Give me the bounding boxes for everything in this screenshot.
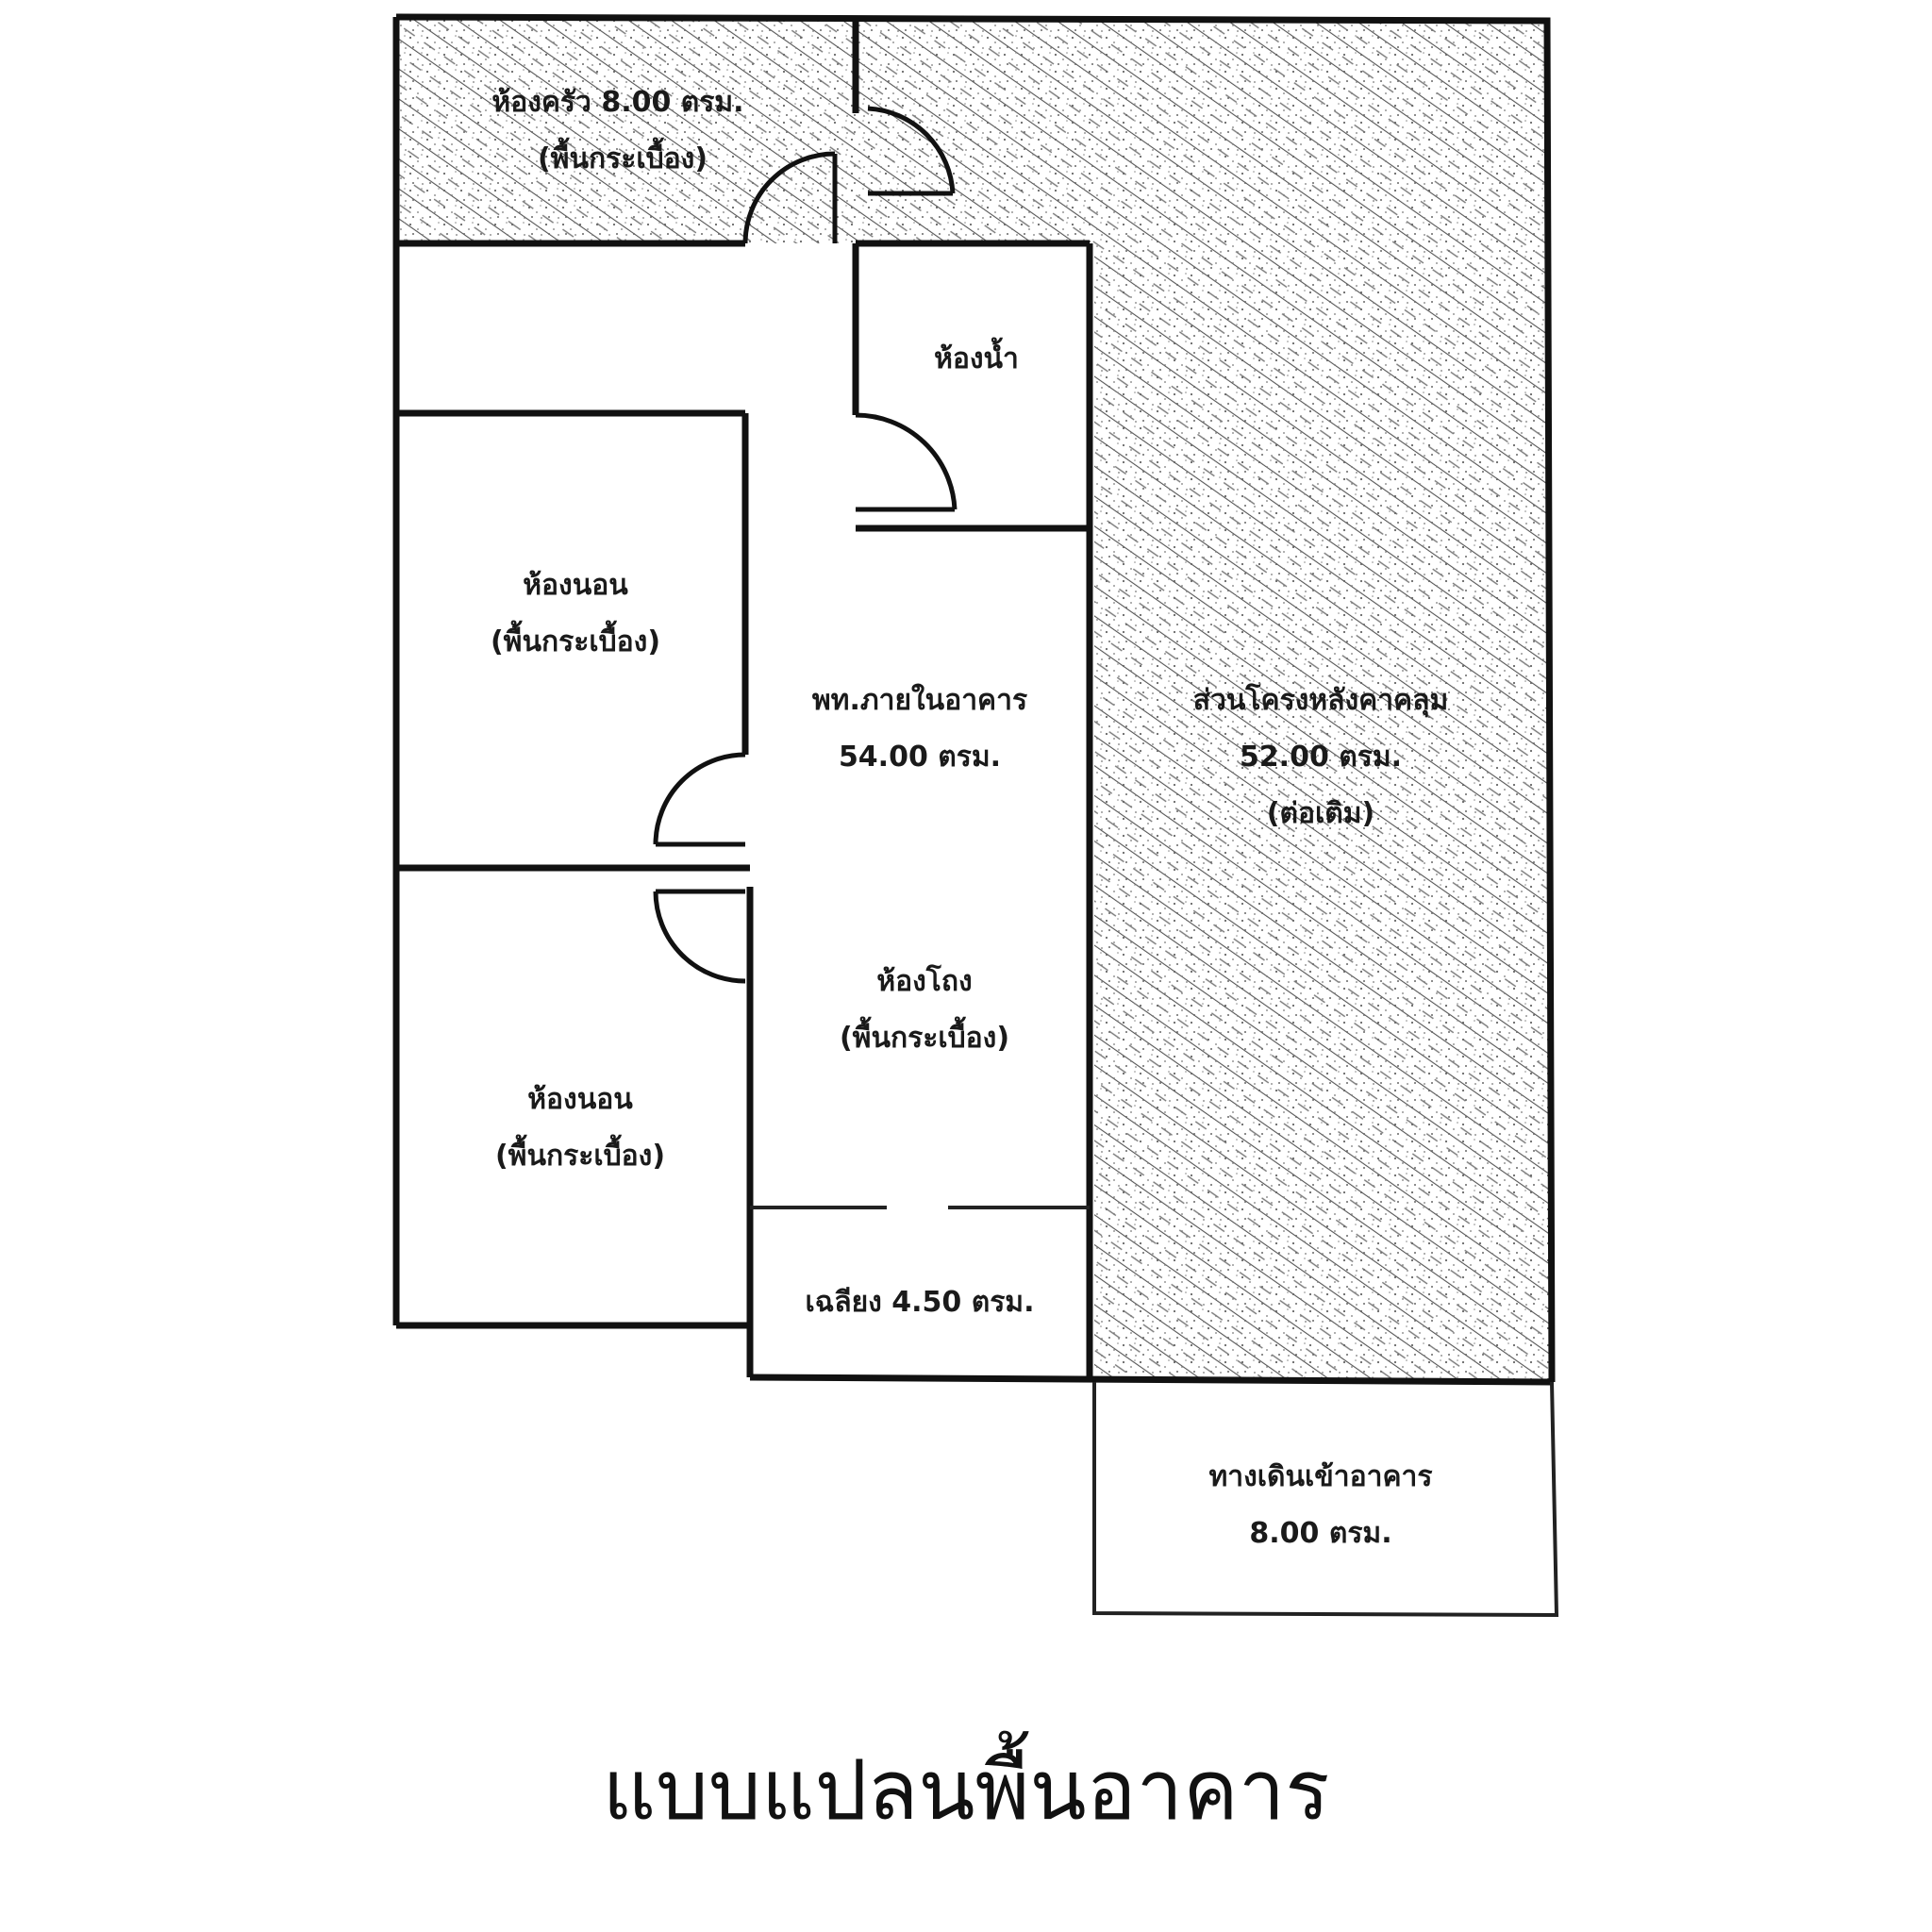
bedroom-lower-floor: (พื้นกระเบื้อง): [495, 1134, 665, 1173]
doors: [653, 106, 958, 984]
bedroom-upper-floor: (พื้นกระเบื้อง): [491, 620, 660, 658]
plan-caption: แบบแปลนพื้นอาคาร: [602, 1741, 1330, 1839]
bedroom-lower-room: ห้องนอน (พื้นกระเบื้อง): [495, 1083, 665, 1173]
bedroom-upper-room: ห้องนอน (พื้นกระเบื้อง): [491, 569, 660, 658]
kitchen-hatch: [396, 17, 856, 243]
interior-area-size: 54.00 ตรม.: [839, 741, 1001, 774]
bathroom-room: ห้องน้ำ: [934, 337, 1019, 375]
kitchen-room: ห้องครัว 8.00 ตรม. (พื้นกระเบื้อง): [491, 86, 743, 175]
roofed-area-hatch: [856, 17, 1552, 1382]
kitchen-floor: (พื้นกระเบื้อง): [538, 137, 708, 175]
porch-name: เฉลียง 4.50 ตรม.: [806, 1286, 1035, 1319]
interior-area-label: พท.ภายในอาคาร 54.00 ตรม.: [812, 683, 1027, 774]
porch-room: เฉลียง 4.50 ตรม.: [806, 1286, 1035, 1319]
bathroom-name: ห้องน้ำ: [934, 337, 1019, 375]
walls: [392, 13, 1559, 1618]
entrance-room: ทางเดินเข้าอาคาร 8.00 ตรม.: [1208, 1460, 1432, 1550]
roofed-area-name: ส่วนโครงหลังคาคลุม: [1193, 682, 1449, 718]
entrance-name: ทางเดินเข้าอาคาร: [1208, 1460, 1432, 1493]
interior-area-name: พท.ภายในอาคาร: [812, 683, 1027, 717]
bedroom-lower-name: ห้องนอน: [527, 1083, 633, 1116]
living-room: ห้องโถง (พื้นกระเบื้อง): [840, 963, 1009, 1055]
bedroom-upper-name: ห้องนอน: [523, 569, 628, 602]
entrance-size: 8.00 ตรม.: [1249, 1517, 1391, 1550]
roofed-area-note: (ต่อเติม): [1267, 797, 1374, 830]
living-room-floor: (พื้นกระเบื้อง): [840, 1016, 1009, 1055]
living-room-name: ห้องโถง: [876, 963, 972, 998]
roofed-area-size: 52.00 ตรม.: [1240, 741, 1402, 774]
roofed-area-label: ส่วนโครงหลังคาคลุม 52.00 ตรม. (ต่อเติม): [1193, 682, 1449, 830]
kitchen-name: ห้องครัว 8.00 ตรม.: [491, 86, 743, 119]
